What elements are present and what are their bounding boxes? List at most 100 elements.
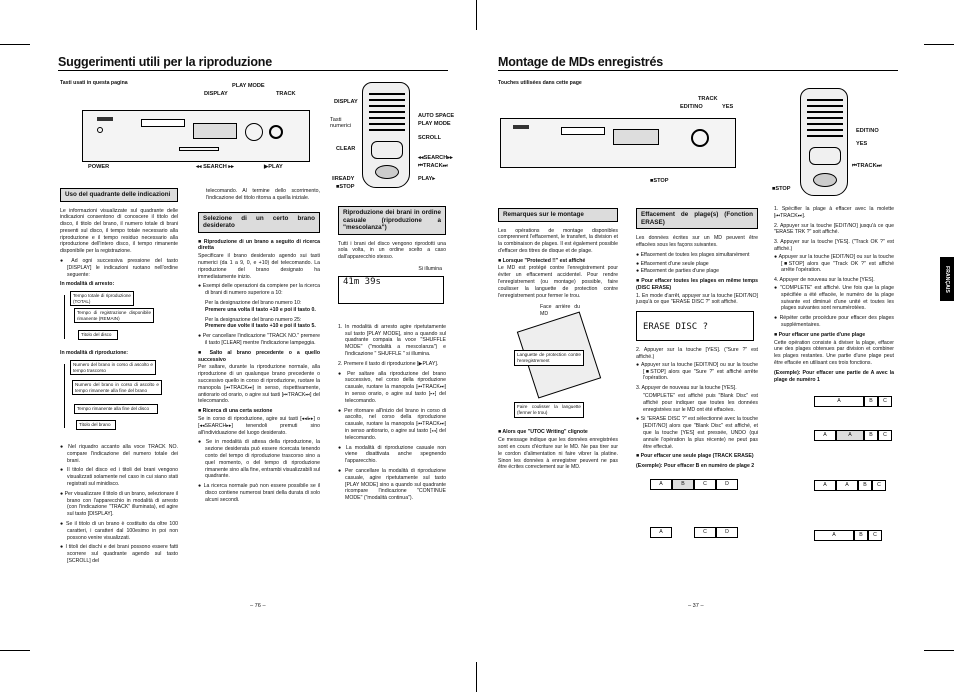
md-label: Languette de protection contre l'enregis… bbox=[514, 350, 584, 366]
md-label: Faire coulisser la languette (fermer le … bbox=[514, 402, 584, 418]
flow-step: Tempo rimanente alla fine del disco bbox=[74, 404, 158, 414]
label-power: POWER bbox=[88, 164, 110, 170]
page-number: – 37 – bbox=[688, 603, 704, 609]
seg: A bbox=[836, 430, 864, 442]
label-remote-display: DISPLAY bbox=[334, 99, 358, 105]
seg-d: D bbox=[716, 478, 738, 490]
subheading: In modalità di riproduzione: bbox=[60, 350, 129, 357]
label-play-remote: PLAY▸ bbox=[418, 176, 436, 182]
bullet: ● Appuyer sur la touche [EDIT/NO] ou sur… bbox=[636, 361, 758, 382]
label-edit-no-remote: EDIT/NO bbox=[856, 128, 879, 134]
subheading: ■ Pour effacer une seule plage (TRACK ER… bbox=[636, 453, 754, 460]
flow-step: Tempo di registrazione disponibile riman… bbox=[74, 308, 154, 324]
label-ready: ‖READY bbox=[332, 176, 355, 182]
bullet: ● Se in modalità di attesa della riprodu… bbox=[198, 439, 320, 480]
lcd-text: 41m 39s bbox=[343, 276, 381, 287]
subheading: In modalità di arresto: bbox=[60, 281, 115, 288]
seg: A bbox=[836, 480, 858, 492]
flow-step: Titolo del brano bbox=[76, 420, 116, 430]
bullet: ● Per saltare alla riproduzione del bran… bbox=[338, 370, 446, 404]
bullet: ● Effacement d'une seule plage bbox=[636, 261, 709, 268]
flow-step: Numero del brano in corso di ascolto e t… bbox=[70, 360, 156, 376]
lcd-illustration: ERASE DISC ? bbox=[636, 309, 758, 347]
label-search: ◂◂ SEARCH ▸▸ bbox=[196, 164, 234, 170]
step: 3. Appuyer de nouveau sur la touche [YES… bbox=[636, 385, 737, 392]
bullet: ● Per cancellare l'indicazione "TRACK NO… bbox=[198, 333, 320, 346]
bullet: ● Esempi delle operazioni da compiere pe… bbox=[198, 283, 320, 297]
paragraph: Specificare il brano desiderato agendo s… bbox=[198, 253, 320, 280]
lcd-display: ERASE DISC ? bbox=[636, 311, 754, 342]
section-heading: Remarques sur le montage bbox=[498, 208, 618, 222]
example-heading: (Exemple): Pour effacer B en numéro de p… bbox=[636, 463, 755, 470]
md-label: Face arrière du MD bbox=[540, 304, 580, 318]
bullet: ● Effacement de toutes les plages simult… bbox=[636, 251, 750, 258]
section-heading: Uso del quadrante delle indicazioni bbox=[60, 188, 178, 202]
column-display: Uso del quadrante delle indicazioni Le i… bbox=[60, 188, 178, 568]
seg: C bbox=[868, 530, 882, 542]
step: 2. Appuyer sur la touche [YES]. ("Sure ?… bbox=[636, 347, 758, 360]
example: Premere una volta il tasto +10 e poi il … bbox=[205, 306, 316, 313]
keys-caption: Tasti usati in questa pagina bbox=[60, 80, 128, 86]
column-shuffle: Riproduzione dei brani in ordine casuale… bbox=[338, 206, 446, 505]
seg: C bbox=[878, 396, 892, 408]
label-yes-remote: YES bbox=[856, 141, 868, 147]
subheading: ■ Riproduzione di un brano a seguito di … bbox=[198, 238, 320, 252]
subheading: ■ Pour effacer une partie d'une plage bbox=[774, 331, 866, 338]
flow-step: Numero del brano in corso di ascolto e t… bbox=[72, 380, 162, 396]
paragraph: Le informazioni visualizzate sul quadran… bbox=[60, 207, 178, 255]
page-title: Suggerimenti utili per la riproduzione bbox=[58, 55, 272, 69]
seg: A bbox=[814, 530, 854, 542]
step: 2. Premere il tasto di riproduzione [▶PL… bbox=[338, 360, 439, 367]
bullet: ● Appuyer sur la touche [EDIT/NO] ou sur… bbox=[774, 253, 894, 274]
paragraph: Ce message indique que les données enreg… bbox=[498, 437, 618, 471]
paragraph: Per saltare, durante la riproduzione nor… bbox=[198, 364, 320, 405]
example: Per la designazione del brano numero 10: bbox=[205, 299, 302, 306]
section-heading: Riproduzione dei brani in ordine casuale… bbox=[338, 206, 446, 235]
bullet: ● Ad ogni successiva pressione del tasto… bbox=[60, 258, 178, 278]
md-protection-illustration: Face arrière du MD Languette de protecti… bbox=[498, 302, 618, 426]
paragraph: Les données écrites sur un MD peuvent êt… bbox=[636, 235, 758, 248]
crop-mark bbox=[924, 44, 954, 45]
flow-step: Titolo del disco bbox=[78, 330, 118, 340]
seg-b: B bbox=[672, 478, 694, 490]
label-play-mode-remote: PLAY MODE bbox=[418, 121, 451, 127]
bullet: ● "COMPLETE" est affiché. Une fois que l… bbox=[774, 284, 894, 312]
bullet: ● La modalità di riproduzione casuale no… bbox=[338, 444, 446, 465]
step: 1. In modalità di arresto agire ripetuta… bbox=[338, 323, 446, 358]
crop-mark bbox=[0, 650, 30, 651]
seg: A bbox=[814, 396, 864, 408]
column-editing-notes: Remarques sur le montage Les opérations … bbox=[498, 208, 618, 474]
seg: B bbox=[864, 430, 878, 442]
crop-mark bbox=[476, 0, 477, 30]
lcd-text: ERASE DISC ? bbox=[643, 322, 709, 333]
paragraph: Cette opération consiste à diviser la pl… bbox=[774, 339, 894, 366]
crop-mark bbox=[476, 662, 477, 692]
title-rule bbox=[58, 70, 448, 71]
remote-illustration bbox=[800, 88, 848, 196]
column-erase-steps: 1. Spécifier la plage à effacer avec la … bbox=[774, 206, 894, 564]
remote-illustration bbox=[362, 82, 410, 188]
bullet: ● Effacement de parties d'une plage bbox=[636, 268, 720, 275]
section-heading: Selezione di un certo brano desiderato bbox=[198, 211, 320, 233]
subheading: ■ Lorsque "Protected !!" est affiché bbox=[498, 257, 586, 264]
md-deck-illustration bbox=[500, 118, 736, 168]
partial-erase-diagram: A B C A A B C A A B C A B C bbox=[774, 384, 894, 564]
play-mode-flow: Numero del brano in corso di ascolto e t… bbox=[60, 358, 178, 444]
label-track-remote: ⏮TRACK⏭ bbox=[418, 163, 448, 169]
column-erase: Effacement de plage(s) (Fonction ERASE) … bbox=[636, 208, 758, 551]
bullet: ● Nel riquadro accanto alla voce TRACK N… bbox=[60, 444, 178, 464]
subheading: ■ Salto al brano precedente o a quello s… bbox=[198, 349, 320, 363]
label-clear: CLEAR bbox=[336, 146, 356, 152]
page-number: – 76 – bbox=[250, 603, 266, 609]
bullet: ● Se il titolo di un brano è costituito … bbox=[60, 521, 178, 541]
subheading: ■ Alors que "UTOC Writing" clignote bbox=[498, 429, 588, 436]
section-heading: Effacement de plage(s) (Fonction ERASE) bbox=[636, 208, 758, 229]
seg: B bbox=[858, 480, 872, 492]
bullet: ● La ricerca normale può non essere poss… bbox=[198, 483, 320, 503]
label-numeric-keys: Tasti numerici bbox=[330, 117, 352, 129]
paragraph: telecomando. Al termine dello scorriment… bbox=[206, 188, 320, 201]
paragraph: Se in corso di riproduzione, agire sui t… bbox=[198, 415, 320, 436]
language-tab: FRANÇAIS bbox=[940, 257, 954, 301]
seg-d2: D bbox=[716, 526, 738, 538]
seg-a2: A bbox=[650, 526, 672, 538]
